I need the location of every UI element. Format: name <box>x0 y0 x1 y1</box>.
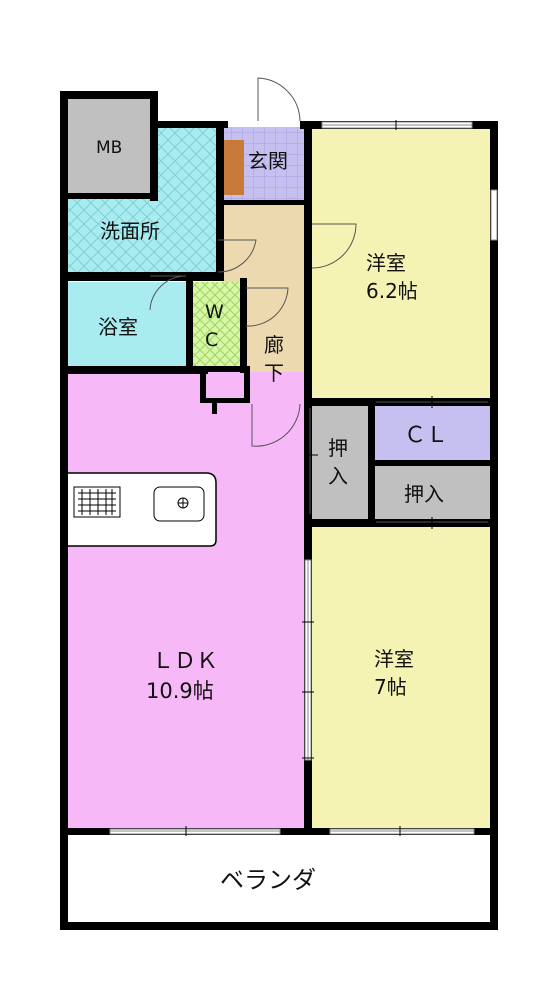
bath-door <box>149 275 187 311</box>
wc-door <box>245 287 289 327</box>
wc-label-bottom: C <box>205 329 218 351</box>
veranda <box>66 834 490 922</box>
ldk-label: ＬＤＫ <box>152 649 218 674</box>
entrance-door <box>257 77 301 122</box>
oshiire-vertical-label-bottom: 入 <box>328 464 348 488</box>
oshiire-horizontal-label: 押入 <box>404 482 444 506</box>
closet-cl <box>374 405 490 460</box>
windows <box>109 120 498 836</box>
oshiire-vertical-label-top: 押 <box>328 436 348 460</box>
veranda-label: ベランダ <box>220 866 316 894</box>
oshiire-horizontal <box>374 465 490 521</box>
kitchen-counter <box>65 472 217 547</box>
western-room-2-label: 洋室 <box>374 647 414 671</box>
wc <box>192 282 242 368</box>
doors <box>149 77 488 523</box>
bathroom-label: 浴室 <box>98 315 138 339</box>
oshiire-vertical <box>312 405 370 521</box>
sink-icon <box>153 486 205 522</box>
stove-burners-icon <box>78 489 116 515</box>
hallway-label-top: 廊 <box>264 333 284 357</box>
western-room-2-size: 7帖 <box>374 675 407 699</box>
stove-icon <box>73 486 121 518</box>
ldk-door <box>251 403 301 447</box>
ldk-size: 10.9帖 <box>146 679 214 703</box>
wc-label-top: W <box>205 301 224 323</box>
hallway-label-bottom: 下 <box>264 361 284 385</box>
mb-room-cover <box>66 97 154 197</box>
western-room-1 <box>312 127 490 400</box>
ldk-upper <box>66 372 206 402</box>
closet-cl-label: ＣＬ <box>404 423 448 448</box>
entrance-label: 玄関 <box>248 149 288 173</box>
mb-label: MB <box>96 138 122 158</box>
western-room-1-size: 6.2帖 <box>366 279 418 303</box>
western-1-door <box>311 223 357 269</box>
bathroom <box>66 282 188 368</box>
washroom-door <box>217 239 257 273</box>
western-room-2 <box>312 525 490 830</box>
washroom-label: 洗面所 <box>100 219 160 243</box>
ldk <box>66 372 306 830</box>
western-room-1-label: 洋室 <box>366 251 406 275</box>
shoe-cabinet <box>222 140 244 195</box>
